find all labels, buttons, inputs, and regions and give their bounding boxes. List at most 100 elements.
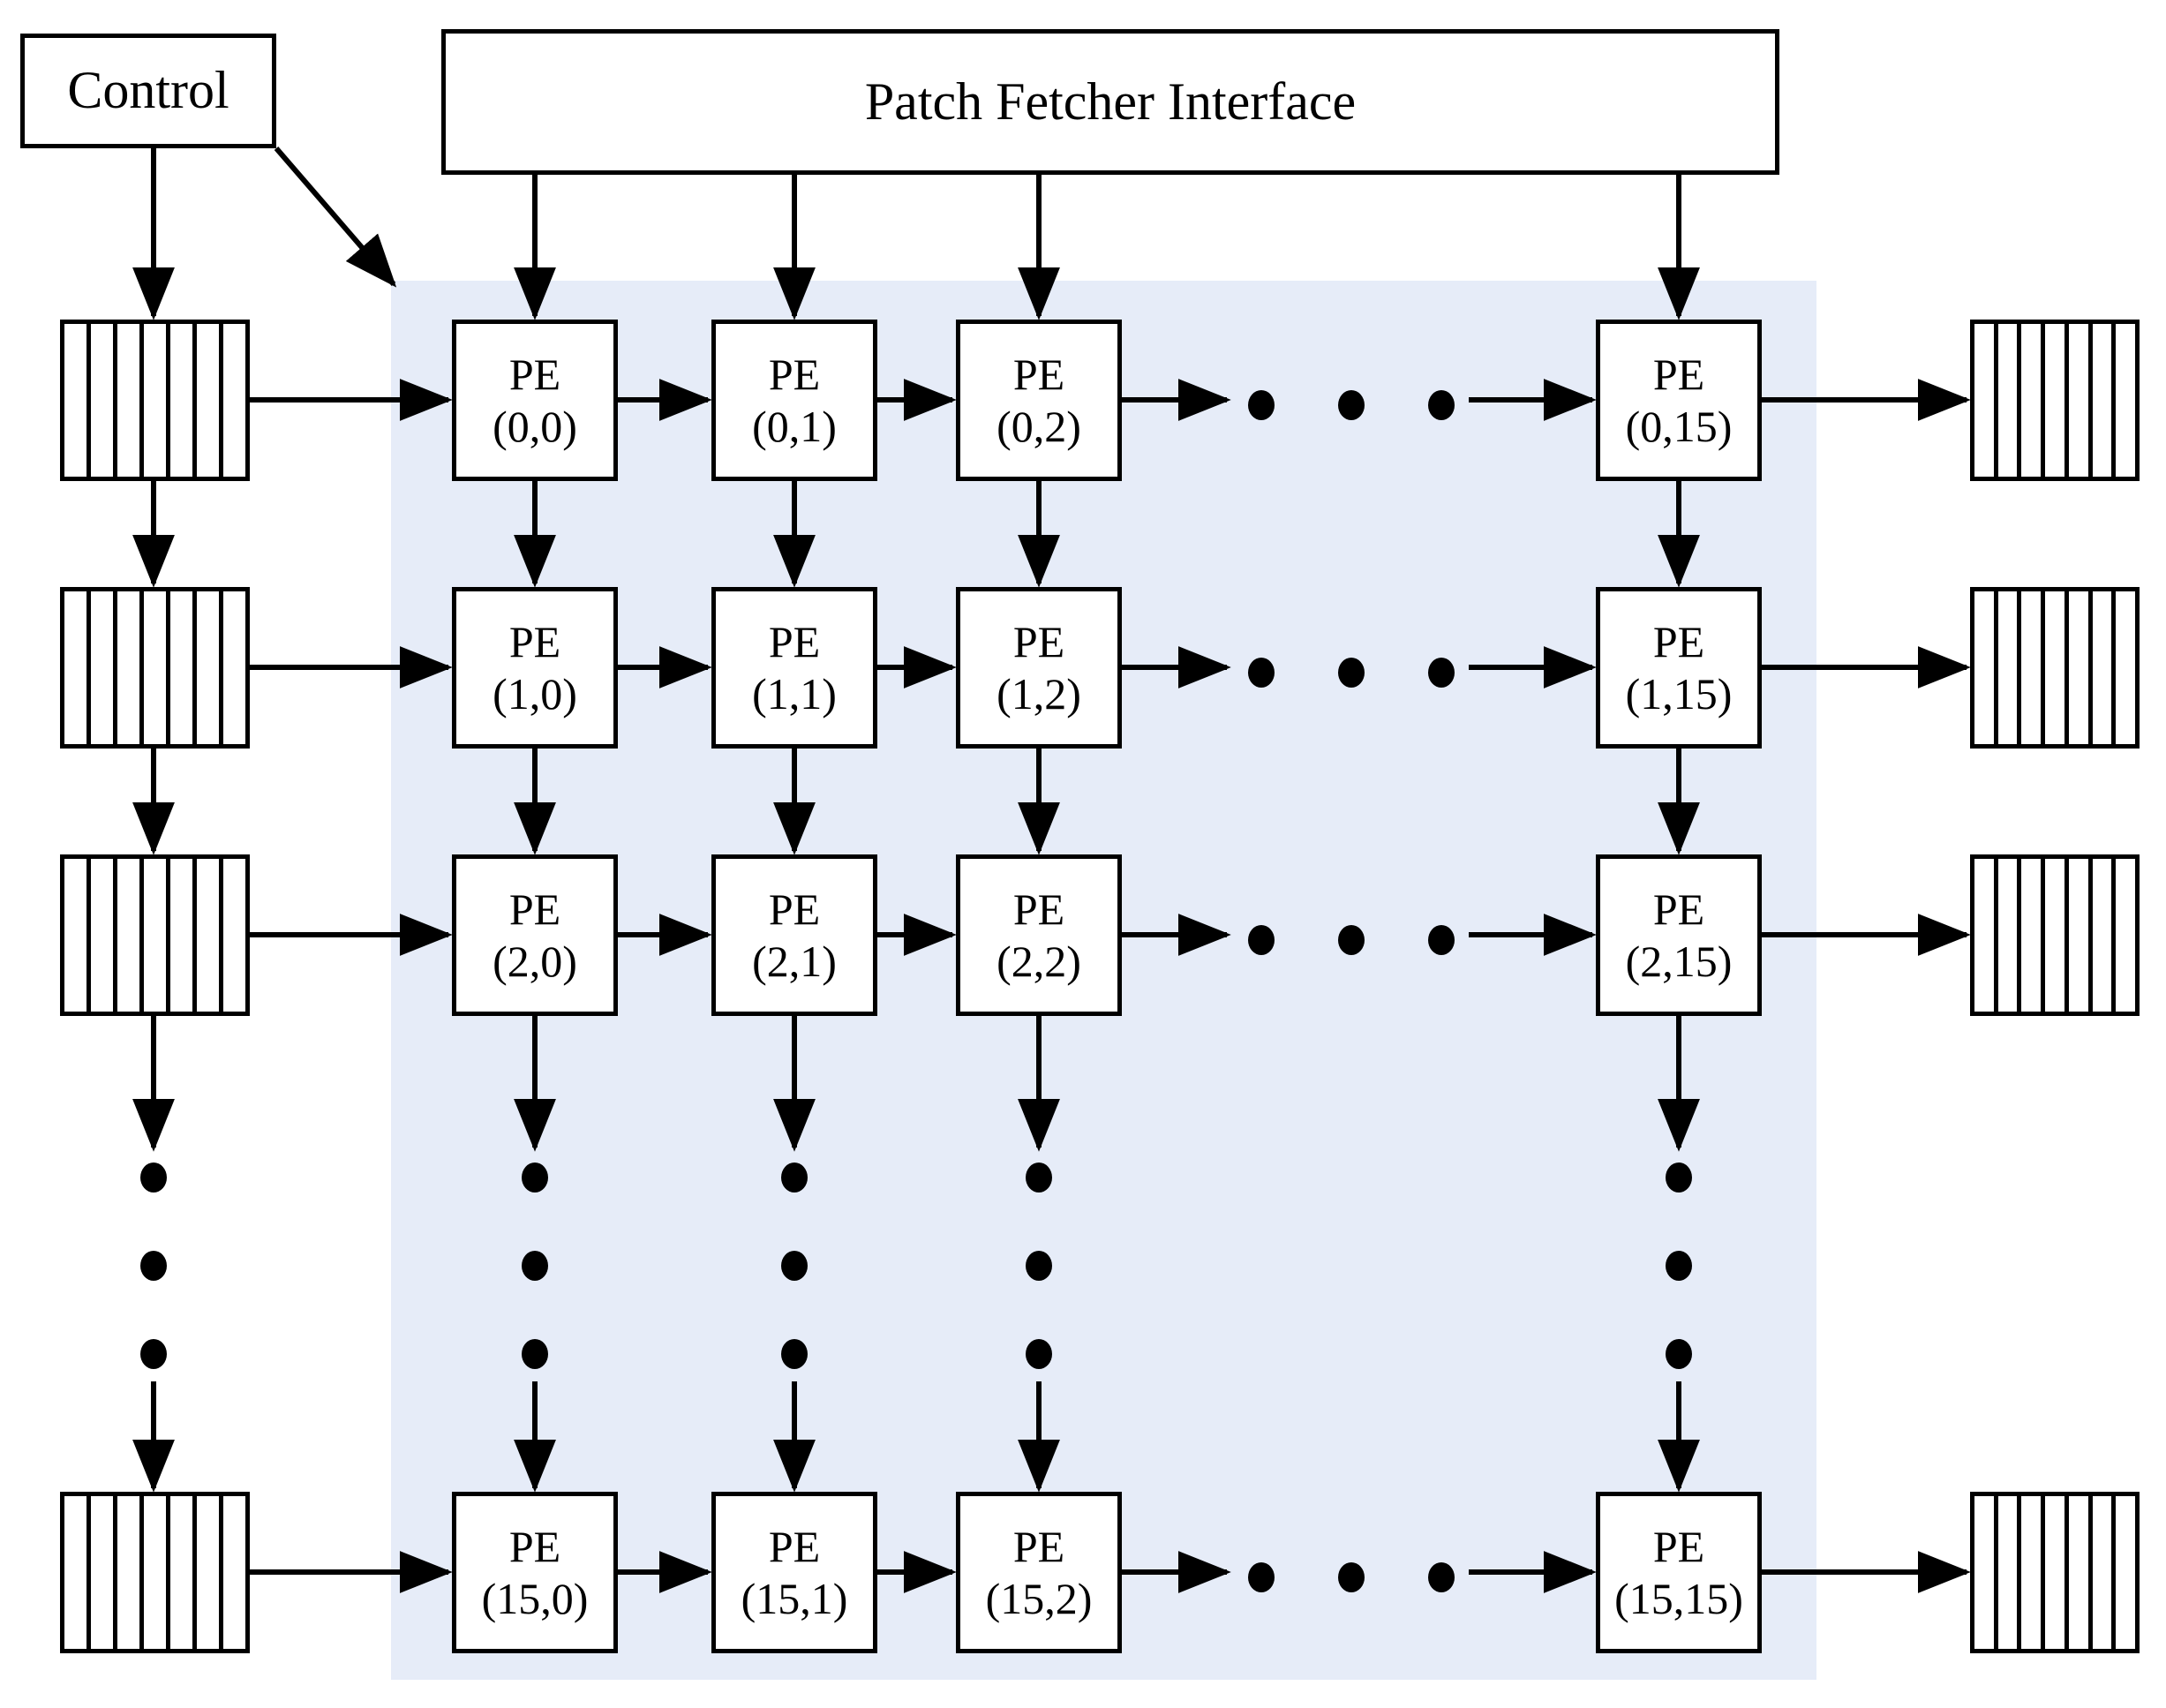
pe-name: PE bbox=[1012, 884, 1065, 934]
pe-index: (15,0) bbox=[481, 1573, 589, 1623]
buffer-segment bbox=[1974, 591, 1998, 744]
buffer-segment bbox=[64, 324, 91, 477]
buffer-segment bbox=[1998, 859, 2022, 1012]
vertical-ellipsis-dot bbox=[1666, 1251, 1692, 1281]
buffer-segment bbox=[1974, 324, 1998, 477]
pe-index: (0,1) bbox=[752, 401, 837, 451]
pe-name: PE bbox=[1652, 1521, 1705, 1571]
buffer-segment bbox=[2116, 859, 2135, 1012]
buffer-segment bbox=[170, 859, 197, 1012]
pe-cell-1-1[interactable]: PE (1,1) bbox=[711, 587, 877, 749]
buffer-segment bbox=[117, 324, 144, 477]
pe-cell-15-15[interactable]: PE (15,15) bbox=[1596, 1492, 1762, 1653]
buffer-segment bbox=[117, 591, 144, 744]
buffer-segment bbox=[1974, 859, 1998, 1012]
pe-index: (2,1) bbox=[752, 936, 837, 986]
pe-name: PE bbox=[508, 1521, 561, 1571]
buffer-segment bbox=[117, 1496, 144, 1649]
pe-cell-0-15[interactable]: PE (0,15) bbox=[1596, 320, 1762, 481]
pe-cell-2-0[interactable]: PE (2,0) bbox=[452, 854, 618, 1016]
buffer-segment bbox=[2093, 859, 2117, 1012]
input-buffer-row-2 bbox=[60, 854, 250, 1016]
buffer-segment bbox=[91, 1496, 117, 1649]
pe-cell-1-2[interactable]: PE (1,2) bbox=[956, 587, 1122, 749]
pe-index: (0,0) bbox=[493, 401, 577, 451]
pe-index: (1,15) bbox=[1625, 668, 1733, 719]
buffer-segment bbox=[144, 859, 170, 1012]
buffer-segment bbox=[2045, 1496, 2069, 1649]
buffer-segment bbox=[2093, 324, 2117, 477]
pe-name: PE bbox=[768, 616, 821, 666]
vertical-ellipsis-dot bbox=[781, 1162, 808, 1193]
pe-cell-0-1[interactable]: PE (0,1) bbox=[711, 320, 877, 481]
buffer-segment bbox=[223, 324, 245, 477]
wire-control-to-array bbox=[274, 147, 397, 288]
vertical-ellipsis-dot bbox=[1026, 1339, 1052, 1369]
vertical-ellipsis-dot bbox=[1026, 1162, 1052, 1193]
horizontal-ellipsis-dot bbox=[1248, 390, 1275, 420]
pe-index: (1,2) bbox=[997, 668, 1081, 719]
buffer-segment bbox=[91, 591, 117, 744]
pe-name: PE bbox=[1652, 884, 1705, 934]
buffer-segment bbox=[2069, 859, 2093, 1012]
buffer-segment bbox=[2021, 324, 2046, 477]
pe-cell-2-1[interactable]: PE (2,1) bbox=[711, 854, 877, 1016]
buffer-segment bbox=[170, 591, 197, 744]
vertical-ellipsis-dot bbox=[1026, 1251, 1052, 1281]
buffer-segment bbox=[91, 324, 117, 477]
control-block[interactable]: Control bbox=[20, 34, 276, 148]
pe-cell-2-2[interactable]: PE (2,2) bbox=[956, 854, 1122, 1016]
vertical-ellipsis-dot bbox=[522, 1162, 548, 1193]
output-buffer-row-1 bbox=[1970, 587, 2140, 749]
buffer-segment bbox=[1974, 1496, 1998, 1649]
vertical-ellipsis-dot bbox=[781, 1339, 808, 1369]
pe-name: PE bbox=[768, 1521, 821, 1571]
buffer-segment bbox=[117, 859, 144, 1012]
buffer-segment bbox=[1998, 1496, 2022, 1649]
buffer-segment bbox=[170, 324, 197, 477]
pe-cell-0-2[interactable]: PE (0,2) bbox=[956, 320, 1122, 481]
pe-name: PE bbox=[1012, 1521, 1065, 1571]
horizontal-ellipsis-dot bbox=[1428, 925, 1455, 955]
vertical-ellipsis-dot bbox=[140, 1162, 167, 1193]
pe-cell-1-15[interactable]: PE (1,15) bbox=[1596, 587, 1762, 749]
vertical-ellipsis-dot bbox=[522, 1251, 548, 1281]
buffer-segment bbox=[197, 591, 223, 744]
pe-cell-1-0[interactable]: PE (1,0) bbox=[452, 587, 618, 749]
buffer-segment bbox=[2021, 1496, 2046, 1649]
pe-name: PE bbox=[1012, 616, 1065, 666]
pe-index: (0,15) bbox=[1625, 401, 1733, 451]
vertical-ellipsis-dot bbox=[522, 1339, 548, 1369]
output-buffer-row-15 bbox=[1970, 1492, 2140, 1653]
input-buffer-row-15 bbox=[60, 1492, 250, 1653]
buffer-segment bbox=[2045, 591, 2069, 744]
pe-cell-2-15[interactable]: PE (2,15) bbox=[1596, 854, 1762, 1016]
output-buffer-row-0 bbox=[1970, 320, 2140, 481]
pe-name: PE bbox=[1012, 349, 1065, 399]
buffer-segment bbox=[170, 1496, 197, 1649]
horizontal-ellipsis-dot bbox=[1338, 658, 1365, 688]
buffer-segment bbox=[2116, 1496, 2135, 1649]
buffer-segment bbox=[197, 859, 223, 1012]
output-buffer-row-2 bbox=[1970, 854, 2140, 1016]
pe-cell-15-0[interactable]: PE (15,0) bbox=[452, 1492, 618, 1653]
buffer-segment bbox=[1998, 591, 2022, 744]
pe-index: (15,15) bbox=[1614, 1573, 1743, 1623]
pe-cell-15-2[interactable]: PE (15,2) bbox=[956, 1492, 1122, 1653]
pe-index: (1,1) bbox=[752, 668, 837, 719]
horizontal-ellipsis-dot bbox=[1248, 1562, 1275, 1592]
buffer-segment bbox=[2093, 1496, 2117, 1649]
buffer-segment bbox=[223, 859, 245, 1012]
vertical-ellipsis-dot bbox=[1666, 1162, 1692, 1193]
pe-cell-0-0[interactable]: PE (0,0) bbox=[452, 320, 618, 481]
buffer-segment bbox=[91, 859, 117, 1012]
horizontal-ellipsis-dot bbox=[1248, 658, 1275, 688]
buffer-segment bbox=[197, 1496, 223, 1649]
buffer-segment bbox=[144, 591, 170, 744]
horizontal-ellipsis-dot bbox=[1338, 390, 1365, 420]
buffer-segment bbox=[2021, 859, 2046, 1012]
pe-index: (15,2) bbox=[985, 1573, 1093, 1623]
pe-cell-15-1[interactable]: PE (15,1) bbox=[711, 1492, 877, 1653]
patch-fetcher-interface-block[interactable]: Patch Fetcher Interface bbox=[441, 29, 1779, 175]
